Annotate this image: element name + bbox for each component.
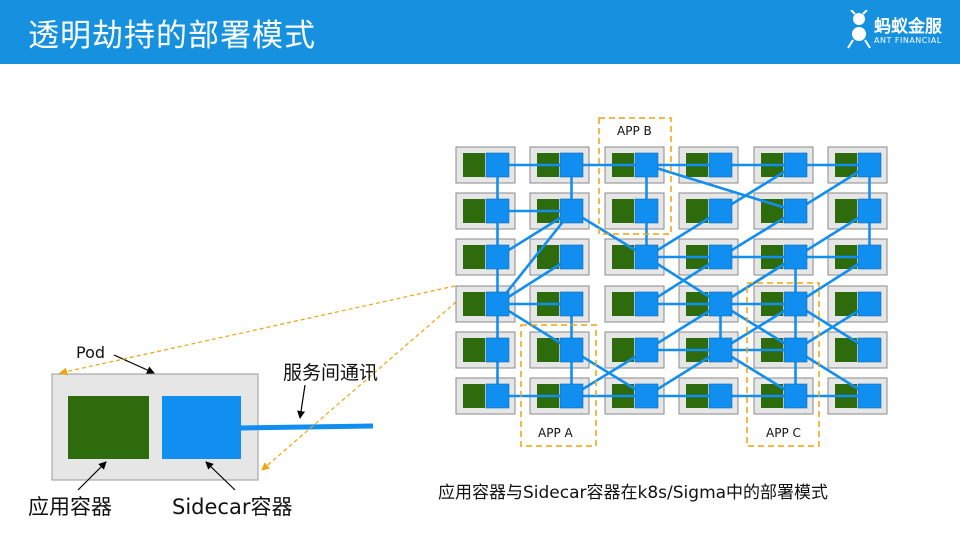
grid-link: [719, 302, 797, 352]
app-container-label: 应用容器: [28, 495, 112, 519]
grid-sidecar: [857, 198, 882, 224]
grid-sidecar: [634, 244, 659, 270]
comm-arrow: [297, 384, 306, 419]
grid-sidecar: [857, 244, 882, 270]
grid-sidecar: [708, 198, 733, 224]
grid-sidecar: [634, 152, 659, 178]
grid-app-container: [612, 338, 634, 362]
grid-link: [570, 348, 648, 398]
grid-app-container: [463, 153, 485, 177]
grid-app-container: [463, 292, 485, 316]
grid-app-container: [686, 199, 708, 223]
grid-link: [719, 209, 797, 259]
grid-link: [496, 209, 573, 259]
grid-sidecar: [783, 152, 808, 178]
app-a-highlight: [520, 324, 597, 447]
grid-sidecar: [857, 152, 882, 178]
sidecar-container-block: [162, 396, 241, 459]
grid-sidecar: [559, 291, 584, 317]
grid-sidecar: [708, 383, 733, 409]
logo-text: 蚂蚁金服: [874, 17, 942, 37]
grid-app-container: [835, 199, 857, 223]
grid-sidecar: [708, 291, 733, 317]
grid-link: [719, 163, 797, 213]
pod-label: Pod: [76, 343, 106, 362]
grid-app-container: [463, 338, 485, 362]
grid-sidecar: [708, 337, 733, 363]
grid-link: [645, 209, 722, 259]
zoom-line-top: [59, 285, 456, 376]
grid-link: [496, 302, 573, 352]
grid-sidecar: [783, 337, 808, 363]
comm-label: 服务间通讯: [283, 362, 379, 384]
grid-sidecar: [559, 152, 584, 178]
grid-sidecar: [783, 291, 808, 317]
grid-link: [496, 255, 573, 306]
grid-app-container: [612, 292, 634, 316]
grid-link: [646, 163, 796, 213]
grid-link: [794, 163, 871, 213]
grid-sidecar: [634, 198, 659, 224]
grid-sidecar: [485, 152, 510, 178]
grid-link: [645, 348, 722, 398]
app-b-label: APP B: [617, 124, 652, 138]
grid-link: [496, 210, 573, 305]
app-b-highlight: [598, 117, 672, 235]
service-comm-link: [240, 423, 374, 431]
grid-app-container: [835, 338, 857, 362]
grid-app-container: [537, 245, 559, 269]
grid-sidecar: [783, 244, 808, 270]
grid-app-container: [612, 245, 634, 269]
grid-app-container: [612, 199, 634, 223]
grid-sidecar: [485, 337, 510, 363]
grid-sidecar: [485, 383, 510, 409]
grid-sidecar: [559, 198, 584, 224]
diagram-caption: 应用容器与Sidecar容器在k8s/Sigma中的部署模式: [438, 483, 829, 503]
grid-sidecar: [559, 244, 584, 270]
grid-sidecar: [485, 291, 510, 317]
grid-link: [645, 255, 722, 306]
grid-link: [719, 348, 797, 398]
grid-link: [645, 302, 722, 352]
logo-subtext: ANT FINANCIAL: [874, 36, 942, 45]
header-bar: 透明劫持的部署模式 蚂蚁金服 ANT FINANCIAL: [0, 0, 960, 64]
grid-sidecar: [857, 383, 882, 409]
app-a-label: APP A: [538, 426, 573, 440]
sidecar-arrow: [205, 461, 236, 491]
page-title: 透明劫持的部署模式: [28, 18, 316, 54]
grid-link: [794, 255, 871, 306]
grid-app-container: [463, 245, 485, 269]
grid-app-container: [835, 292, 857, 316]
grid-sidecar: [857, 337, 882, 363]
grid-app-container: [463, 384, 485, 408]
grid-sidecar: [783, 383, 808, 409]
grid-sidecar: [634, 337, 659, 363]
grid-sidecar: [559, 383, 584, 409]
app-c-label: APP C: [766, 426, 801, 440]
grid-sidecar: [783, 198, 808, 224]
grid-app-container: [463, 199, 485, 223]
grid-sidecar: [485, 198, 510, 224]
grid-link: [794, 302, 871, 352]
zoom-line-bottom: [261, 301, 457, 471]
grid-sidecar: [634, 383, 659, 409]
app-c-highlight: [746, 282, 820, 447]
pod-arrow: [113, 354, 155, 374]
grid-sidecar: [708, 244, 733, 270]
app-container-arrow: [77, 461, 107, 491]
grid-sidecar: [559, 337, 584, 363]
ant-financial-logo: 蚂蚁金服 ANT FINANCIAL: [846, 6, 946, 58]
grid-link: [794, 348, 871, 398]
grid-sidecar: [857, 291, 882, 317]
app-container-block: [68, 396, 149, 459]
grid-app-container: [537, 338, 559, 362]
grid-sidecar: [634, 291, 659, 317]
grid-sidecar: [485, 244, 510, 270]
sidecar-label: Sidecar容器: [172, 495, 293, 519]
ant-logo-icon: [847, 10, 871, 49]
grid-sidecar: [708, 152, 733, 178]
